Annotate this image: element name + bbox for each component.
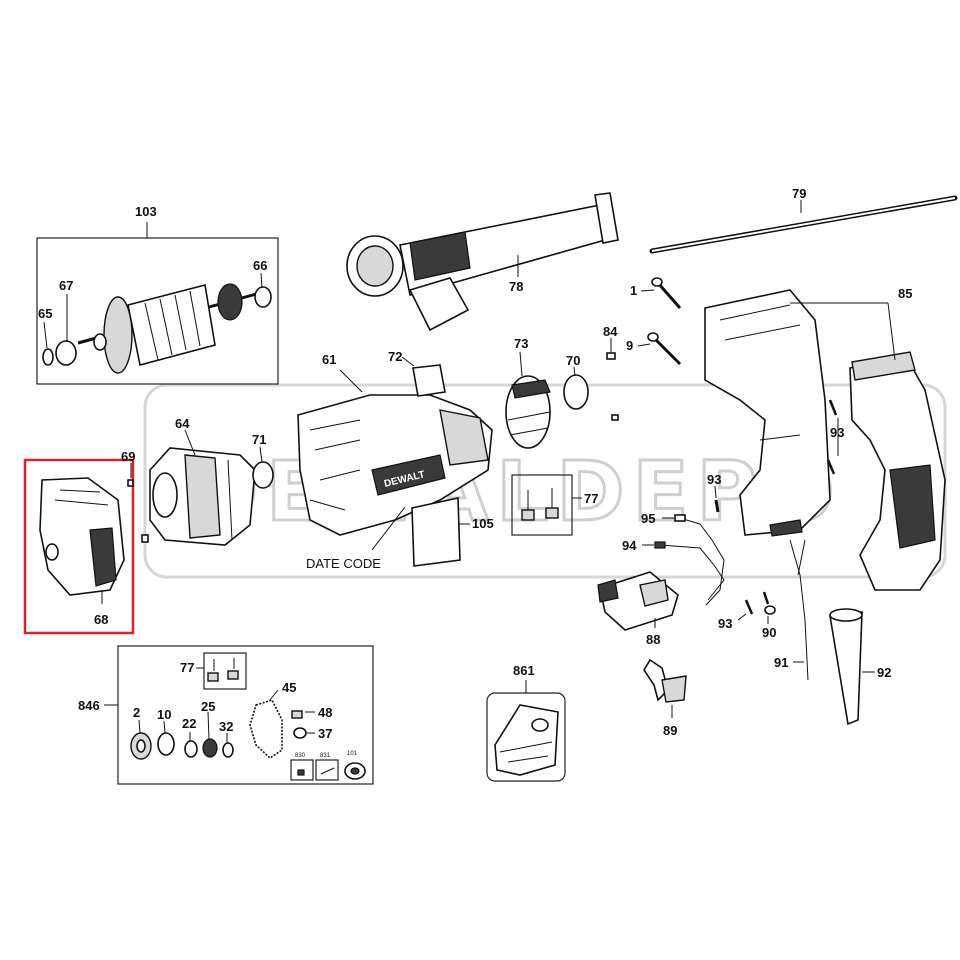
ring-10 [157,732,175,756]
field-stator-64: 64 [149,416,256,546]
oring-37 [293,727,307,739]
handle-housing-85: 85 [704,286,946,591]
part-label-78: 78 [509,279,523,294]
part-label-64: 64 [175,416,190,431]
cord-91: 91 [774,539,809,681]
kit-case-861: 861 [486,663,566,782]
part-label-45: 45 [282,680,296,695]
bearing-25 [202,738,218,758]
part-label-101: 101 [347,751,358,757]
screws-90-93-lower: 93 90 [718,591,776,640]
part-label-67: 67 [59,278,73,293]
clip-89: 89 [643,658,687,738]
part-label-95: 95 [641,511,655,526]
part-label-25: 25 [201,699,215,714]
brush-holder-73: 73 [505,336,551,449]
service-kit-846: 846 77 2 10 22 25 32 45 48 37 [78,645,374,785]
part-label-37: 37 [318,726,332,741]
wires-94-95: 95 94 [622,511,725,606]
part-48 [291,710,303,719]
part-label-94: 94 [622,538,637,553]
plate-72 [412,364,446,397]
part-label-105: 105 [472,516,494,531]
part-label-92: 92 [877,665,891,680]
screws-93: 93 93 [707,399,844,513]
part-label-66: 66 [253,258,267,273]
part-label-1: 1 [630,283,637,298]
highlighted-part-68: 68 [23,458,135,635]
bearing-66 [254,286,272,308]
part-label-70: 70 [566,353,580,368]
cord-guard-92: 92 [829,608,891,726]
part-label-68: 68 [94,612,108,627]
part-label-79: 79 [792,186,806,201]
part-label-22: 22 [182,716,196,731]
bearing-67 [55,340,77,366]
part-label-90: 90 [762,625,776,640]
washer-32 [222,742,234,758]
armature-kit-103: 103 65 67 66 [36,204,279,385]
part-label-77-kit: 77 [180,660,194,675]
part-label-88: 88 [646,632,660,647]
part-label-103: 103 [135,204,157,219]
part-label-93-lower: 93 [718,616,732,631]
part-label-831: 831 [320,753,331,759]
side-handle-78: 78 [346,192,619,332]
armature [77,283,261,374]
part-label-65: 65 [38,306,52,321]
brushes-77: 77 [511,474,598,536]
part-label-73: 73 [514,336,528,351]
part-label-93-right: 93 [830,425,844,440]
highlight-box [23,458,135,635]
ring-71 [252,461,274,489]
part-label-2: 2 [133,705,140,720]
part-label-77: 77 [584,491,598,506]
part-label-89: 89 [663,723,677,738]
part-label-71: 71 [252,432,266,447]
part-label-72: 72 [388,349,402,364]
small-pin [141,534,149,543]
part-label-846: 846 [78,698,100,713]
pack-830 [290,759,314,781]
part-label-61: 61 [322,352,336,367]
small-screw [611,414,619,421]
label-card-105 [411,497,461,567]
part-label-85: 85 [898,286,912,301]
gasket-45 [249,699,283,760]
motor-housing-61: DEWALT 61 DATE CODE [297,352,493,571]
part-label-69: 69 [121,449,135,464]
pack-831 [315,759,339,781]
washer-65 [42,348,54,366]
depth-rod-79: 79 [649,186,958,254]
screws-1-9-84: 1 9 84 [603,277,682,366]
date-code-label: DATE CODE [306,556,381,571]
screw-69 [127,479,134,487]
switch-88: 88 [597,571,679,647]
part-label-93-mid: 93 [707,472,721,487]
washer-22 [184,740,198,758]
part-label-10: 10 [157,707,171,722]
part-label-48: 48 [318,705,332,720]
part-label-32: 32 [219,719,233,734]
part-label-861: 861 [513,663,535,678]
part-label-830: 830 [295,753,306,759]
ring-70 [563,374,589,410]
part-label-91: 91 [774,655,788,670]
part-label-9: 9 [626,338,633,353]
part-label-84: 84 [603,324,618,339]
